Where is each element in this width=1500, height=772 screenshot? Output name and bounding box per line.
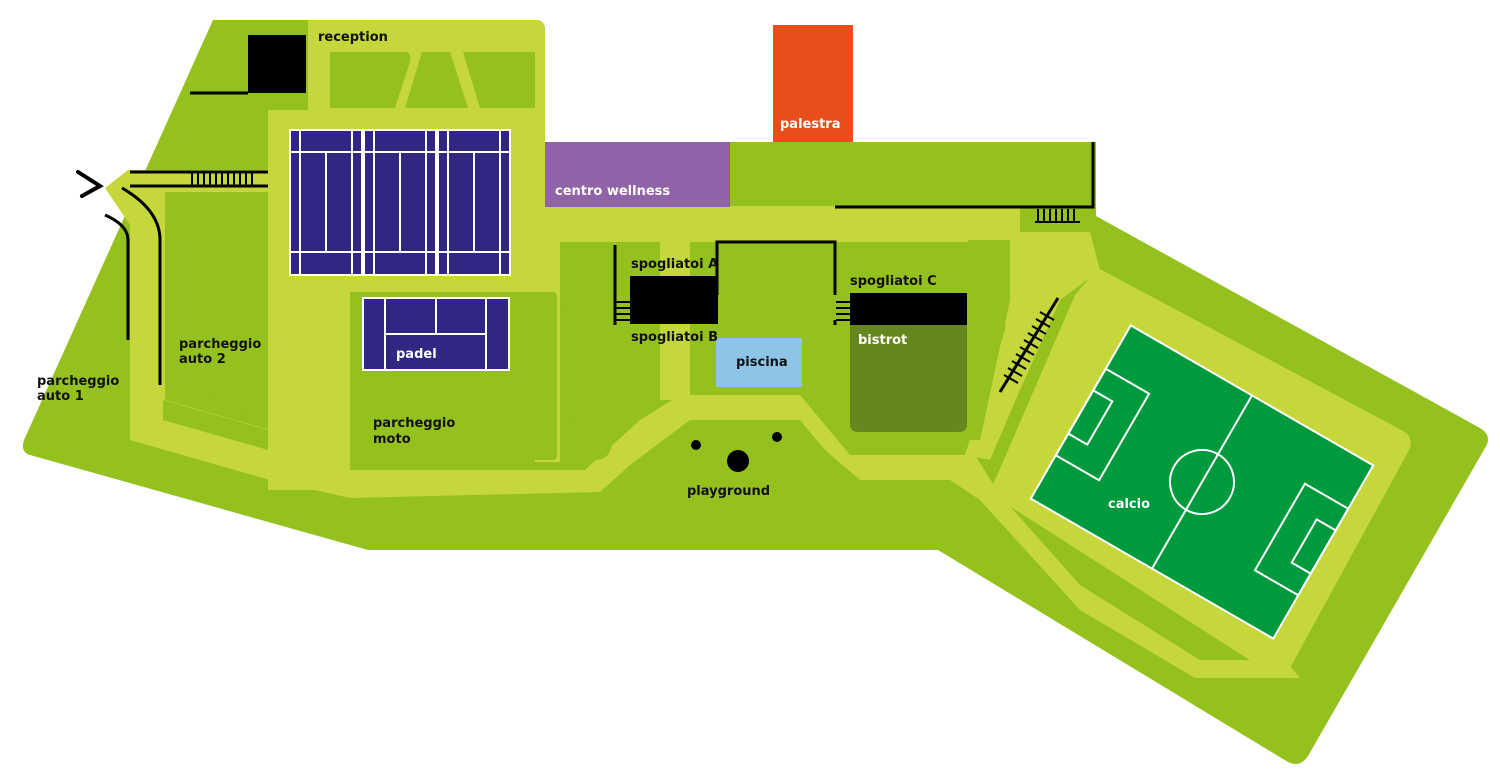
tennis-courts[interactable] <box>289 129 511 276</box>
grass-patch-top-2 <box>405 52 468 108</box>
stairs-spogliatoi-a <box>616 301 630 321</box>
building-walls <box>104 142 1095 385</box>
spogliatoi-ab-building[interactable] <box>630 276 718 324</box>
calcio-pitch[interactable] <box>1029 324 1375 640</box>
stairs-entrance <box>191 173 253 186</box>
label-spogliatoi-c: spogliatoi C <box>850 274 937 289</box>
map-labels: reception palestra centro wellness spogl… <box>37 30 1150 512</box>
grass-patch-auto2 <box>175 195 268 415</box>
reception[interactable] <box>190 35 306 95</box>
tennis-court-3[interactable] <box>437 129 511 276</box>
spogliatoi-c-building[interactable] <box>850 293 967 325</box>
label-bistrot: bistrot <box>858 333 907 348</box>
grass-patches <box>163 52 1010 460</box>
label-spogliatoi-a: spogliatoi A <box>631 257 718 272</box>
tennis-court-1[interactable] <box>289 129 363 276</box>
reception-building[interactable] <box>248 35 306 93</box>
playground-item-2 <box>772 432 782 442</box>
centro-wellness-building[interactable] <box>545 142 730 207</box>
label-padel: padel <box>396 347 437 362</box>
grass-patch-top-3 <box>463 52 535 108</box>
label-calcio: calcio <box>1108 497 1150 512</box>
grass-patch-auto2-strip <box>163 400 268 450</box>
label-reception: reception <box>318 30 388 45</box>
playground[interactable] <box>691 432 782 472</box>
label-parcheggio-auto-2: parcheggio auto 2 <box>179 337 266 367</box>
playground-item-1 <box>691 440 701 450</box>
stairs <box>191 173 1080 393</box>
entrance-arrow-icon <box>76 170 104 198</box>
label-centro-wellness: centro wellness <box>555 184 670 199</box>
palestra-building[interactable] <box>773 25 853 142</box>
label-piscina: piscina <box>736 355 788 370</box>
bistrot-building[interactable] <box>850 325 967 432</box>
walkway-central <box>515 206 1020 242</box>
tennis-court-2[interactable] <box>363 129 437 276</box>
label-playground: playground <box>687 484 770 499</box>
stairs-calcio <box>998 297 1060 393</box>
playground-item-3 <box>727 450 749 472</box>
label-parcheggio-auto-1: parcheggio auto 1 <box>37 374 124 404</box>
grass-patch-bistrot <box>968 240 1010 440</box>
label-spogliatoi-b: spogliatoi B <box>631 330 718 345</box>
stairs-spogliatoi-c <box>836 301 850 321</box>
label-parcheggio-moto: parcheggio moto <box>373 416 460 447</box>
piscina-pool[interactable] <box>716 338 802 387</box>
label-palestra: palestra <box>780 117 841 132</box>
grass-patch-padel-right <box>562 242 612 460</box>
padel-courts[interactable] <box>362 297 510 371</box>
stairs-right-building <box>1035 209 1080 223</box>
grass-patch-top-1 <box>330 52 411 108</box>
